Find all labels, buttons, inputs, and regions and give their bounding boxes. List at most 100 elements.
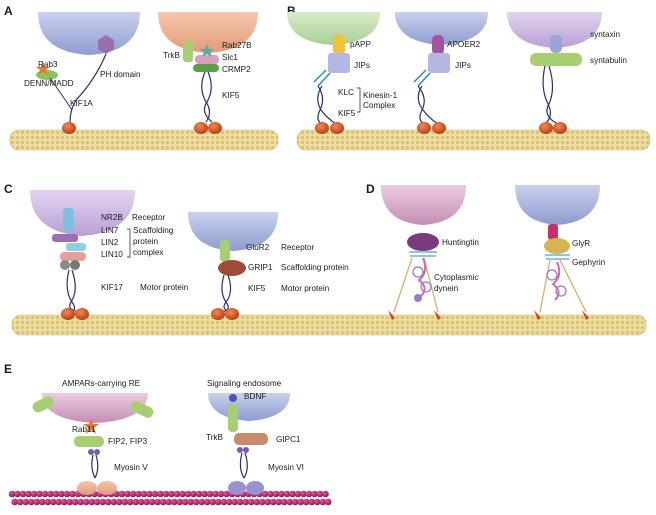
actin-bead <box>63 490 71 498</box>
kif5-head <box>330 122 344 134</box>
adaptor-ball <box>70 260 80 270</box>
lin7 <box>52 234 78 242</box>
actin-bead <box>162 490 170 498</box>
kif5-head <box>225 308 239 320</box>
kif5-head <box>553 122 567 134</box>
gephyrin <box>544 238 570 254</box>
myosin-vi-head <box>246 481 264 495</box>
label-trkb: TrkB <box>206 433 224 442</box>
label-kif1a: KIF1A <box>70 99 93 108</box>
actin-bead <box>324 498 332 506</box>
actin-bead <box>278 490 285 498</box>
lin10 <box>60 252 86 261</box>
actin-bead <box>66 498 73 506</box>
actin-bead <box>201 490 208 498</box>
huntingtin <box>407 233 439 251</box>
label-complex: complex <box>133 248 164 257</box>
actin-bead <box>60 498 68 506</box>
vesicle <box>507 12 602 48</box>
label-klc: KLC <box>338 88 354 97</box>
trkb-receptor <box>183 40 193 62</box>
actin-bead <box>184 490 192 498</box>
adaptor-ball <box>94 449 100 455</box>
label-motor-protein: Motor protein <box>140 283 189 292</box>
actin-bead <box>71 498 79 506</box>
label-huntingtin: Huntingtin <box>442 238 479 247</box>
panel-b: B pAPP JIPs KLC Kinesin-1 Complex KIF5 A… <box>287 4 651 151</box>
actin-bead <box>148 498 156 506</box>
kif5-head <box>211 308 225 320</box>
dynein-foot <box>582 310 589 320</box>
kif5-stalk <box>201 71 211 123</box>
actin-bead <box>267 490 274 498</box>
actin-bead <box>47 490 54 498</box>
dynein-stalk <box>559 259 587 313</box>
dynein-ring <box>546 269 558 281</box>
actin-bead <box>220 498 227 506</box>
actin-bead <box>154 498 161 506</box>
kif1a-link <box>49 77 73 111</box>
dynein-ring <box>420 281 432 293</box>
actin-bead <box>27 498 35 506</box>
actin-bead <box>176 498 183 506</box>
dynein-foot <box>534 310 541 320</box>
actin-bead <box>22 498 30 506</box>
actin-bead <box>198 498 205 506</box>
label-jips: JIPs <box>455 61 471 70</box>
myosin-vi-head <box>228 481 246 495</box>
actin-bead <box>236 498 244 506</box>
kif1a-stalk <box>69 53 107 123</box>
actin-bead <box>253 498 260 506</box>
adaptor-ball <box>237 447 243 453</box>
kif5-stalk <box>546 65 559 125</box>
actin-bead <box>49 498 57 506</box>
actin-bead <box>126 498 134 506</box>
actin-bead <box>322 490 329 498</box>
actin-bead <box>146 490 153 498</box>
actin-bead <box>135 490 142 498</box>
label-gipc1: GIPC1 <box>276 435 301 444</box>
actin-bead <box>206 490 214 498</box>
receptor <box>130 401 154 418</box>
jips <box>428 53 450 73</box>
label-gephyrin: Gephyrin <box>572 258 606 267</box>
rab3-star <box>36 62 50 75</box>
label-scaffolding-protein: Scaffolding protein <box>281 263 349 272</box>
label-motor-protein: Motor protein <box>281 284 330 293</box>
actin-bead <box>69 490 76 498</box>
actin-bead <box>121 498 128 506</box>
label-complex: Complex <box>363 101 395 110</box>
label-protein: protein <box>133 237 158 246</box>
actin-bead <box>99 498 106 506</box>
actin-bead <box>179 490 186 498</box>
dynein-ring <box>412 266 424 278</box>
actin-bead <box>223 490 230 498</box>
kif5-head <box>208 122 222 134</box>
actin-bead <box>291 498 299 506</box>
actin-bead <box>190 490 197 498</box>
label-kif5: KIF5 <box>338 109 356 118</box>
actin-bead <box>157 490 164 498</box>
actin-bead <box>19 490 27 498</box>
label-signaling-endosome: Signaling endosome <box>207 379 282 388</box>
actin-bead <box>214 498 222 506</box>
dynein-stalk <box>393 257 413 313</box>
label-fip2-fip3: FIP2, FIP3 <box>108 437 148 446</box>
actin-bead <box>173 490 181 498</box>
kif5-stalk <box>203 71 213 123</box>
myosin-v-head <box>97 481 117 495</box>
actin-bead <box>104 498 112 506</box>
label-ph-domain: PH domain <box>100 70 141 79</box>
actin-bead <box>302 498 310 506</box>
actin-bead <box>209 498 216 506</box>
actin-bead <box>212 490 219 498</box>
actin-bead <box>319 498 327 506</box>
label-trkb: TrkB <box>163 51 181 60</box>
label-jips: JIPs <box>354 61 370 70</box>
label-papp: pAPP <box>350 40 371 49</box>
actin-bead <box>33 498 40 506</box>
label-kif5: KIF5 <box>248 284 266 293</box>
panel-letter: E <box>4 362 12 376</box>
dynein-chain <box>551 261 561 301</box>
actin-bead <box>300 490 307 498</box>
